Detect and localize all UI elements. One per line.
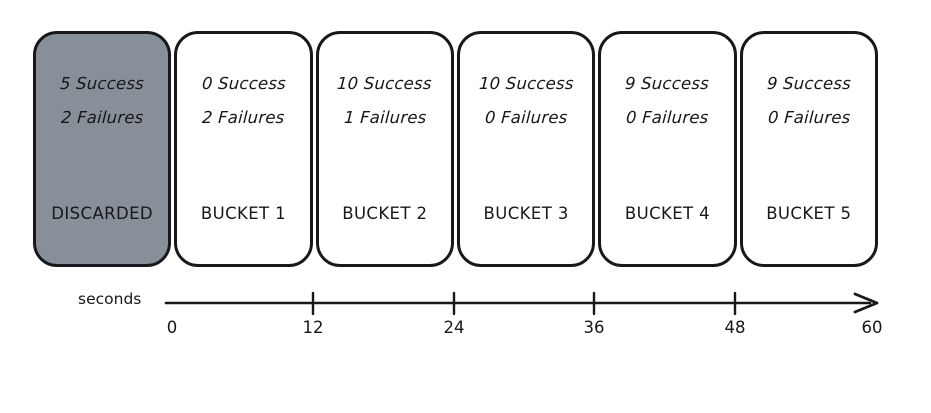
bucket-box-4[interactable]: 9 Success 0 Failures BUCKET 4 [598,31,737,267]
failure-count-bucket-5: 0 Failures [767,108,851,127]
failure-count-bucket-1: 2 Failures [201,108,286,127]
failure-count-bucket-4: 0 Failures [625,108,710,127]
bucket-box-2[interactable]: 10 Success 1 Failures BUCKET 2 [315,31,454,267]
bucket-label-5: BUCKET 5 [766,204,852,223]
bucket-row: 5 Success 2 Failures DISCARDED 0 Success… [33,31,878,267]
failure-count-bucket-3: 0 Failures [484,108,568,127]
success-count-bucket-4: 9 Success [624,74,710,93]
bucket-box-5[interactable]: 9 Success 0 Failures BUCKET 5 [739,31,878,267]
bucket-box-1[interactable]: 0 Success 2 Failures BUCKET 1 [174,31,313,267]
bucket-label-3: BUCKET 3 [483,204,569,223]
success-count-discarded: 5 Success [59,74,145,93]
timeline-axis: seconds 0 12 24 36 48 60 [0,282,931,352]
bucket-label-2: BUCKET 2 [342,204,428,223]
bucket-box-discarded[interactable]: 5 Success 2 Failures DISCARDED [33,31,172,267]
failure-count-discarded: 2 Failures [60,108,144,127]
axis-line-svg [164,291,879,316]
bucket-label-discarded: DISCARDED [51,204,154,223]
tick-label-0: 0 [166,318,178,337]
success-count-bucket-3: 10 Success [478,74,574,93]
success-count-bucket-5: 9 Success [766,74,852,93]
tick-label-36: 36 [583,318,605,337]
success-count-bucket-1: 0 Success [201,74,286,93]
bucket-box-3[interactable]: 10 Success 0 Failures BUCKET 3 [456,31,596,267]
tick-label-48: 48 [724,318,746,337]
tick-label-60: 60 [861,318,883,337]
bucket-label-1: BUCKET 1 [200,204,287,223]
success-count-bucket-2: 10 Success [336,74,433,93]
tick-label-12: 12 [302,318,324,337]
bucket-label-4: BUCKET 4 [624,204,711,223]
tick-label-24: 24 [443,318,465,337]
failure-count-bucket-2: 1 Failures [343,108,427,127]
axis-caption: seconds [78,290,142,308]
arrow-right-icon [853,292,879,314]
